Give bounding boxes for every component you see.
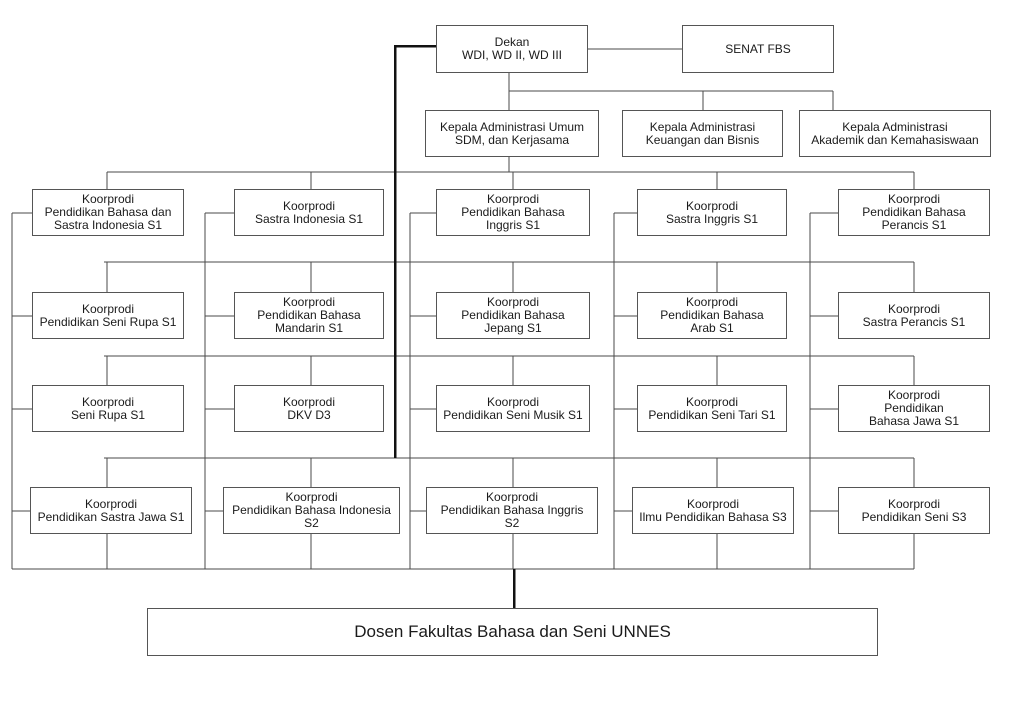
box-label-line: Pendidikan Sastra Jawa S1: [37, 509, 185, 524]
box-label-line: Pendidikan Bahasa: [257, 308, 361, 322]
box-label-line: Koorprodi: [486, 192, 540, 206]
box-label-line: Jepang S1: [484, 321, 542, 335]
box-label-line: Pendidikan: [884, 401, 944, 415]
box-label-line: Akademik dan Kemahasiswaan: [811, 132, 979, 147]
box-label-line: Keuangan dan Bisnis: [645, 132, 760, 147]
dean-authority-line: [393, 44, 437, 458]
box-label-line: Bahasa Jawa S1: [868, 414, 960, 428]
box-label-line: Koorprodi: [282, 394, 336, 409]
box-label-line: Perancis S1: [881, 218, 947, 232]
box-label-line: Pendidikan Bahasa: [660, 308, 764, 322]
box-label-line: Pendidikan Bahasa: [461, 205, 565, 219]
senate-box: SENAT FBS: [682, 25, 834, 73]
box-label-line: Koorprodi: [685, 198, 739, 213]
box-label-line: Koorprodi: [486, 394, 540, 409]
box-label-line: Pendidikan Seni Rupa S1: [39, 314, 177, 329]
box-label-line: Koorprodi: [887, 388, 941, 402]
box-label-line: Pendidikan Bahasa: [862, 205, 966, 219]
box-label-line: Seni Rupa S1: [70, 407, 146, 422]
box-label-line: Kepala Administrasi: [649, 119, 756, 134]
box-label-line: Koorprodi: [887, 192, 941, 206]
box-label-line: Sastra Indonesia S1: [254, 211, 364, 226]
box-label-line: Koorprodi: [81, 301, 135, 316]
box-label-line: Pendidikan Bahasa dan: [44, 205, 172, 219]
box-label-line: Pendidikan Bahasa: [461, 308, 565, 322]
box-label-line: Pendidikan Seni Tari S1: [648, 407, 776, 422]
box-label-line: DKV D3: [287, 407, 331, 422]
box-label-line: Koorprodi: [282, 295, 336, 309]
box-label-line: SDM, dan Kerjasama: [454, 132, 570, 147]
box-label-line: WDI, WD II, WD III: [462, 48, 562, 62]
box-label-line: Sastra Perancis S1: [862, 314, 966, 329]
box-label-line: Pendidikan Bahasa Indonesia: [232, 503, 391, 517]
box-label-line: Koorprodi: [485, 490, 539, 504]
box-label-line: Koorprodi: [686, 496, 740, 511]
box-label-line: Koorprodi: [81, 394, 135, 409]
box-label-line: Pendidikan Seni Musik S1: [443, 407, 583, 422]
box-label-line: Inggris S1: [485, 218, 541, 232]
box-label-line: Mandarin S1: [274, 321, 344, 335]
box-label-line: Kepala Administrasi: [842, 119, 948, 134]
box-label-line: Pendidikan Bahasa Inggris: [440, 503, 584, 517]
box-label-line: Koorprodi: [685, 295, 739, 309]
box-label-line: Koorprodi: [887, 496, 941, 511]
box-label-line: Kepala Administrasi Umum: [439, 119, 585, 134]
box-label-line: Dosen Fakultas Bahasa dan Seni UNNES: [354, 622, 671, 641]
box-label-line: Koorprodi: [282, 198, 336, 213]
box-label-line: Koorprodi: [685, 394, 739, 409]
box-label-line: S2: [504, 516, 520, 530]
box-label-line: Arab S1: [690, 321, 734, 335]
box-label-line: Pendidikan Seni S3: [861, 509, 967, 524]
box-label-line: S2: [304, 516, 319, 530]
box-label-line: Sastra Inggris S1: [665, 211, 759, 226]
box-label-line: Koorprodi: [486, 295, 540, 309]
box-label-line: Koorprodi: [84, 496, 138, 511]
box-label-line: Dekan: [494, 35, 530, 49]
box-label-line: Koorprodi: [81, 192, 135, 206]
box-label-line: Ilmu Pendidikan Bahasa S3: [639, 509, 787, 524]
box-label-line: Koorprodi: [285, 490, 338, 504]
box-label-line: Sastra Indonesia S1: [53, 218, 163, 232]
box-label-line: Koorprodi: [887, 301, 941, 316]
lecturers-box: Dosen Fakultas Bahasa dan Seni UNNES: [147, 608, 878, 656]
box-label-line: SENAT FBS: [725, 41, 791, 56]
